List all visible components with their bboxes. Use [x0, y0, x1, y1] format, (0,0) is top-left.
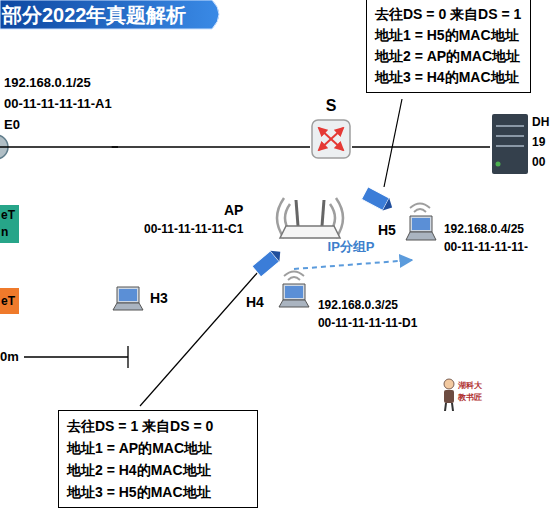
ap-antenna	[296, 200, 298, 226]
link-line	[294, 260, 412, 269]
text-column: 192.168.0.3/2500-11-11-11-11-D1	[318, 296, 417, 332]
switch-arrow	[319, 128, 343, 150]
node-text: H3	[150, 289, 168, 307]
frame-symbol	[361, 187, 395, 214]
icon-slot	[276, 272, 312, 306]
node-text: 00-11-11-11-11-A1	[4, 93, 112, 114]
link-line	[112, 146, 310, 148]
mascot-leg	[445, 403, 446, 411]
server-led	[496, 162, 501, 167]
switch-symbol	[312, 120, 350, 158]
edge-label: IP分组P	[326, 239, 377, 255]
title-banner	[0, 0, 219, 29]
frame-symbol	[252, 246, 285, 277]
leader-line	[384, 99, 402, 187]
access-point-node: AP00-11-11-11-11-C1	[144, 200, 337, 252]
node-text: 00	[532, 152, 545, 172]
node-text: 192.168.0.3/25	[318, 296, 398, 314]
node-text: 00-11-11-11-11-C1	[144, 220, 243, 238]
node-text: 去往DS = 1 来自DS = 0	[67, 415, 213, 437]
icon-slot	[404, 204, 436, 240]
node-text: 地址2 = H4的MAC地址	[67, 459, 211, 481]
segment-box: eTn	[0, 205, 19, 243]
frame-tip	[383, 198, 396, 214]
node-text: 192.168.0.1/25	[4, 72, 91, 93]
node-text: 地址1 = AP的MAC地址	[67, 437, 212, 459]
server-slot	[496, 135, 524, 137]
frame-tip	[270, 246, 284, 261]
switch-arrow	[319, 128, 343, 150]
node-text: 地址2 = AP的MAC地址	[375, 46, 520, 67]
frame-callout: 去往DS = 1 来自DS = 0地址1 = AP的MAC地址地址2 = H4的…	[58, 410, 258, 508]
node-text: E0	[4, 114, 20, 135]
icon-slot	[112, 284, 144, 312]
node-text: 去往DS = 0 来自DS = 1	[375, 4, 521, 25]
node-text: 地址3 = H4的MAC地址	[375, 67, 519, 88]
wifi-waves	[277, 198, 343, 238]
mascot-head	[444, 379, 454, 389]
mascot-body	[444, 390, 454, 403]
laptop-screen	[410, 216, 432, 232]
node-text: eT	[1, 291, 15, 311]
laptop-display	[285, 286, 303, 298]
host-node: H3	[112, 284, 168, 312]
dimension-tick	[127, 346, 128, 368]
text-column: DH1900	[532, 112, 549, 172]
icon-slot	[4, 135, 24, 153]
slide-title: 部分2022年真题解析	[2, 3, 187, 27]
dhcp-server-node: DH1900	[490, 112, 549, 174]
node-text: eT	[1, 207, 15, 224]
router-node: 192.168.0.1/2500-11-11-11-11-A1E0	[4, 72, 112, 153]
dimension-line	[24, 356, 128, 357]
laptop-base	[113, 303, 143, 310]
dimension-label: 0m	[0, 349, 19, 365]
access-point-symbol	[280, 226, 340, 238]
text-column: AP00-11-11-11-11-C1	[144, 200, 243, 238]
node-text: 地址1 = H5的MAC地址	[375, 25, 519, 46]
node-text: H4	[246, 293, 264, 311]
laptop-screen	[117, 287, 139, 303]
node-text: S	[326, 96, 337, 116]
text-column: 192.168.0.4/2500-11-11-11-11-	[444, 220, 528, 256]
node-text: 192.168.0.4/25	[444, 220, 524, 238]
server-slot	[496, 145, 524, 147]
node-text: 19	[532, 132, 545, 152]
ethernet-wire	[0, 146, 118, 148]
wifi-waves	[284, 272, 304, 281]
server-symbol	[492, 114, 528, 174]
host-node: H4 192.168.0.3/2500-11-11-11-11-D1	[246, 272, 417, 332]
ap-antenna	[322, 200, 324, 226]
node-text: 地址3 = H5的MAC地址	[67, 481, 211, 503]
laptop-screen	[283, 284, 305, 300]
leader-line	[140, 272, 258, 406]
switch-node: S	[310, 96, 352, 160]
node-text: 00-11-11-11-11-	[444, 238, 528, 256]
laptop-display	[119, 289, 137, 301]
server-slot	[496, 125, 524, 127]
frame-callout: 去往DS = 0 来自DS = 1地址1 = H5的MAC地址地址2 = AP的…	[366, 0, 531, 93]
node-text: DH	[532, 112, 549, 132]
wifi-waves	[410, 204, 430, 213]
node-text: H5	[378, 221, 396, 239]
host-node: H5 192.168.0.4/2500-11-11-11-11-	[378, 204, 528, 256]
icon-slot	[490, 112, 532, 174]
watermark-text: 湖科大	[458, 381, 482, 391]
watermark-text: 教书匠	[458, 393, 482, 403]
mascot-leg	[452, 403, 453, 411]
node-text: n	[1, 224, 8, 241]
icon-slot	[311, 116, 351, 160]
laptop-base	[279, 300, 309, 307]
laptop-display	[412, 218, 430, 230]
node-text: 00-11-11-11-11-D1	[318, 314, 417, 332]
link-line	[352, 146, 490, 148]
laptop-base	[406, 232, 436, 240]
node-text: AP	[224, 200, 243, 220]
segment-box: eT	[0, 288, 19, 314]
